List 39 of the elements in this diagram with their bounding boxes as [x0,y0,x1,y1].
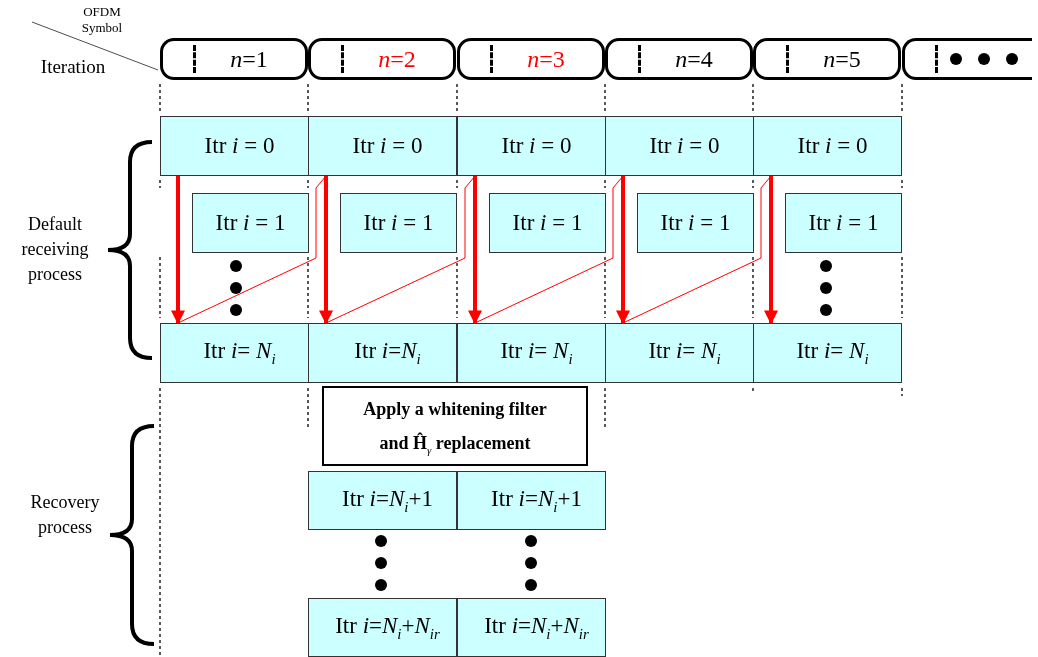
iteration-cell: Itr i = 0 [160,116,309,176]
arrow [764,176,778,325]
ofdm-symbol-slot: n=1 [160,38,308,80]
group-label: Recovery process [30,491,100,540]
iteration-cell: Itr i= N$_{i}$ [160,323,309,383]
process-box: Apply a whitening filter and Ĥ$_{γ}$ replacement [322,386,588,466]
iteration-cell: Itr i = 1 [785,193,902,253]
group-label: Default receiving process [20,213,90,287]
axis-label: Iteration [39,56,107,78]
arrow [616,176,630,325]
connector-line [622,175,772,324]
arrow [319,176,333,325]
ofdm-symbol-slot [902,38,1032,80]
iteration-cell: Itr i=N$_{i}$ [308,323,457,383]
iteration-cell: Itr i=N$_{i}$+N$_{ir}$ [308,598,457,657]
iteration-cell: Itr i = 0 [308,116,457,176]
ofdm-symbol-slot: n=4 [605,38,753,80]
iteration-cell: Itr i = 1 [192,193,309,253]
connector-line [177,175,327,324]
ofdm-symbol-slot: n=3 [457,38,605,80]
iteration-cell: Itr i = 1 [637,193,754,253]
iteration-cell: Itr i = 0 [753,116,902,176]
iteration-cell: Itr i = 0 [457,116,606,176]
iteration-cell: Itr i = 1 [340,193,457,253]
iteration-cell: Itr i=N$_{i}$+N$_{ir}$ [457,598,606,657]
axis-label: OFDM Symbol [80,4,124,36]
arrow [468,176,482,325]
iteration-cell: Itr i= N$_{i}$ [753,323,902,383]
iteration-cell: Itr i= N$_{i}$ [605,323,754,383]
connector-line [474,175,624,324]
arrow [171,176,185,325]
iteration-cell: Itr i = 1 [489,193,606,253]
connector-line [325,175,476,324]
ofdm-symbol-slot: n=5 [753,38,901,80]
iteration-cell: Itr i= N$_{i}$ [457,323,606,383]
ofdm-symbol-slot: n=2 [308,38,456,80]
iteration-cell: Itr i = 0 [605,116,754,176]
iteration-cell: Itr i=N$_{i}$+1 [308,471,457,530]
iteration-cell: Itr i=N$_{i}$+1 [457,471,606,530]
